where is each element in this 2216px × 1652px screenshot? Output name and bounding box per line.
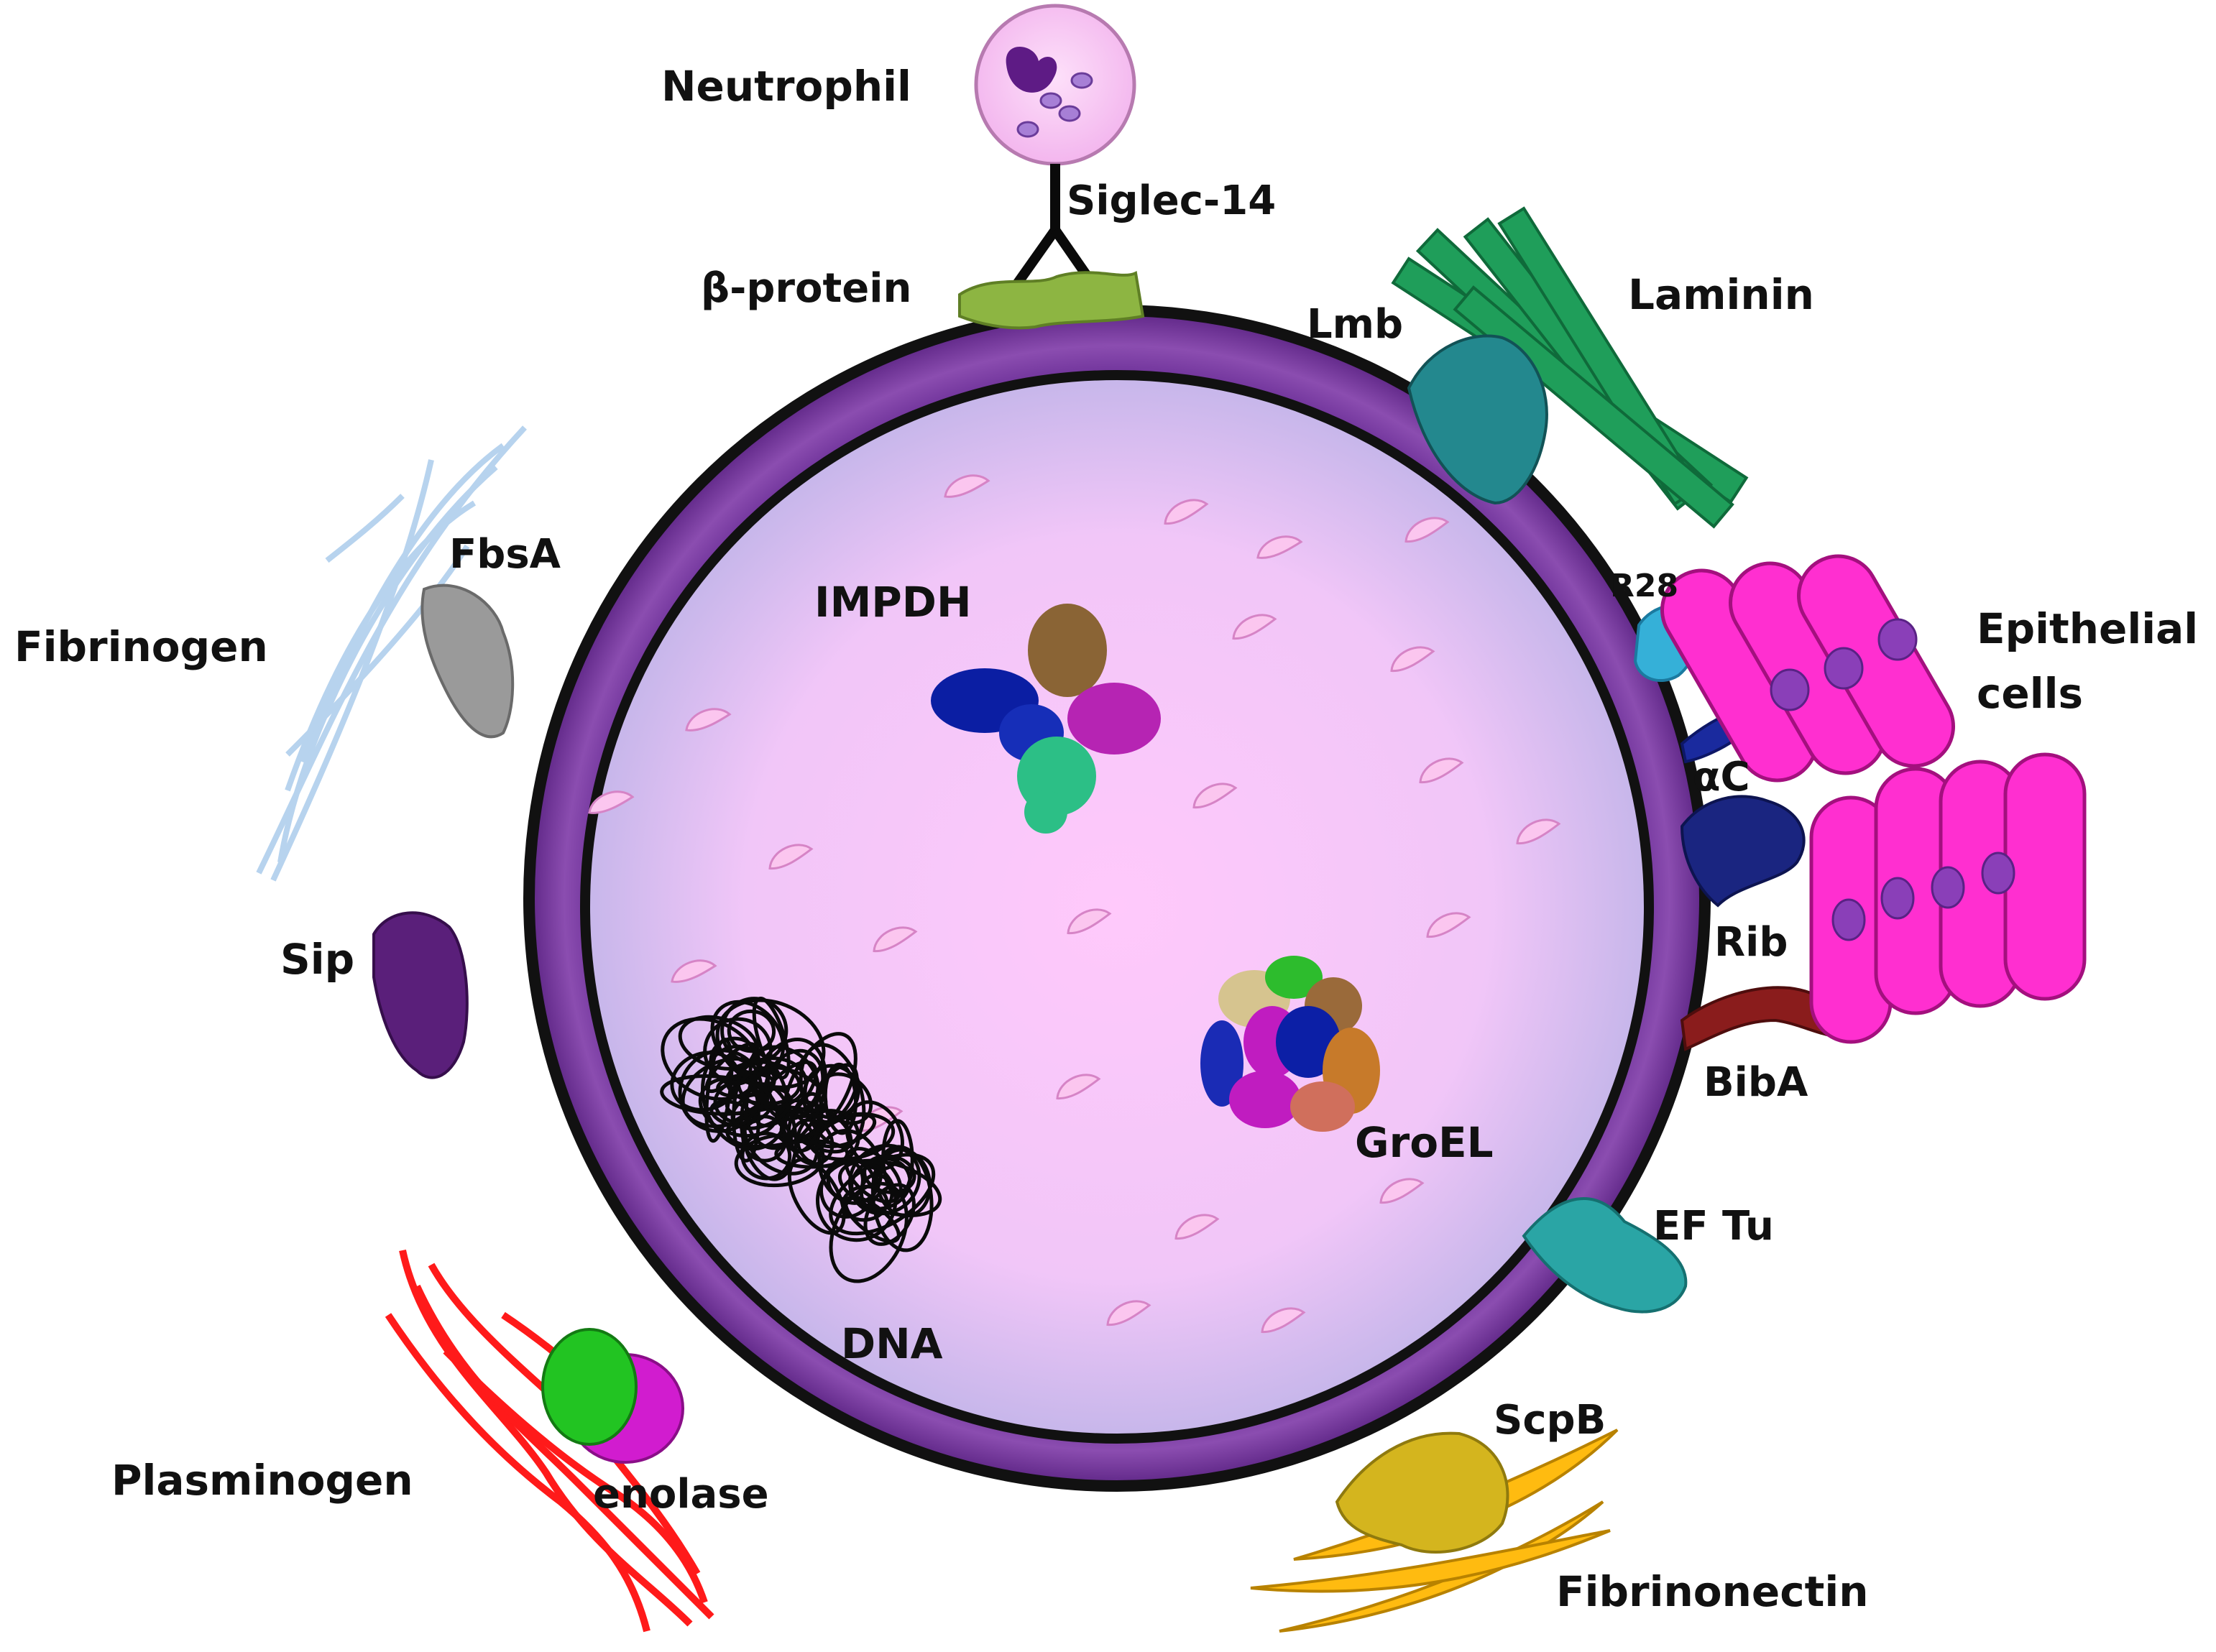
- label-sip: Sip: [280, 935, 354, 984]
- lmb-protein: [1407, 334, 1548, 505]
- dna-loop: [881, 1119, 914, 1197]
- dna-loop: [787, 1158, 846, 1235]
- ribosome-glyph: [1067, 908, 1112, 935]
- ribosome-glyph: [588, 790, 635, 814]
- label-enolase: enolase: [593, 1471, 769, 1518]
- ribosome-glyph: [1419, 757, 1464, 784]
- dna-loop: [727, 1009, 776, 1053]
- dna-loop: [661, 1017, 760, 1102]
- rib-protein: [1680, 795, 1806, 908]
- dna-loop: [703, 1017, 773, 1085]
- ribosome-glyph: [685, 708, 732, 732]
- impdh-protein: [931, 604, 1161, 834]
- dna-loop: [741, 1115, 788, 1163]
- dna-loop: [670, 1051, 741, 1112]
- label-impdh: IMPDH: [814, 578, 972, 627]
- groel-protein: [1200, 956, 1380, 1132]
- sip-protein: [372, 911, 469, 1079]
- ribosome-glyph: [1192, 783, 1238, 809]
- label-groel: GroEL: [1355, 1118, 1494, 1167]
- label-biba: BibA: [1704, 1059, 1808, 1106]
- ribosome-glyph: [1516, 818, 1561, 845]
- dna-loop: [730, 1086, 792, 1130]
- dna-loop: [748, 1045, 820, 1113]
- label-r28: R28: [1610, 568, 1678, 604]
- ribosome-glyphs: [588, 474, 1561, 1334]
- ribosome-glyph: [1256, 535, 1303, 559]
- dna-loop: [815, 1159, 898, 1242]
- scpb-protein: [1335, 1431, 1509, 1554]
- label-scpb: ScpB: [1494, 1397, 1606, 1444]
- ribosome-glyph: [1164, 499, 1209, 525]
- dna-loop: [799, 1043, 866, 1149]
- dna-loop: [823, 1062, 858, 1135]
- label-rib: Rib: [1714, 919, 1788, 966]
- dna-tangle: [660, 997, 942, 1283]
- fibrinogen-fibers: [256, 425, 527, 882]
- enolase-protein: [541, 1328, 684, 1464]
- ef-tu-protein: [1522, 1196, 1688, 1314]
- dna-loop: [752, 997, 791, 1080]
- label-neutrophil: Neutrophil: [661, 62, 911, 111]
- label-epithelial: Epithelial: [1977, 604, 2198, 653]
- label-beta-protein: β-protein: [701, 265, 911, 312]
- label-ef-tu: EF Tu: [1653, 1203, 1774, 1250]
- epithelial-nuclei: [1770, 618, 2015, 941]
- ribosome-glyph: [1261, 1307, 1306, 1334]
- label-alpha-c: αC: [1693, 754, 1750, 800]
- ribosome-glyph: [1379, 1178, 1425, 1204]
- ribosome-glyph: [1232, 614, 1277, 640]
- ribosome-glyph: [1056, 1074, 1101, 1100]
- dna-loop: [710, 1000, 786, 1076]
- label-fibrinogen: Fibrinogen: [14, 622, 268, 671]
- laminin: [1391, 206, 1749, 529]
- ribosome-glyph: [671, 959, 717, 983]
- ribosome-glyph: [1426, 912, 1471, 938]
- cytoplasm: [580, 370, 1654, 1444]
- label-fibrinonectin: Fibrinonectin: [1556, 1567, 1869, 1616]
- ribosome-glyph: [944, 474, 990, 498]
- label-siglec-14: Siglec-14: [1067, 177, 1276, 224]
- dna-loop: [845, 1100, 904, 1171]
- ribosome-glyph: [1174, 1214, 1220, 1240]
- ribosome-glyph: [1390, 646, 1435, 673]
- dna-loop: [786, 1092, 824, 1154]
- ribosome-glyph: [768, 844, 814, 870]
- label-plasminogen: Plasminogen: [111, 1456, 413, 1505]
- beta-protein: [958, 271, 1145, 330]
- dna-loop: [863, 1154, 916, 1194]
- ribosome-glyph: [1106, 1300, 1151, 1326]
- dna-loop: [837, 1158, 942, 1217]
- ribosome-glyph: [873, 926, 918, 953]
- label-fbsa: FbsA: [449, 531, 561, 578]
- ribosome-glyph: [1404, 517, 1450, 543]
- neutrophil-cell: [974, 4, 1136, 166]
- label-lmb: Lmb: [1307, 301, 1403, 348]
- dna-loop: [704, 1038, 734, 1143]
- label-dna: DNA: [841, 1319, 943, 1368]
- label-cells: cells: [1977, 669, 2083, 718]
- fbsa-protein: [420, 583, 515, 739]
- label-laminin: Laminin: [1628, 270, 1814, 319]
- dna-loop: [740, 1131, 792, 1181]
